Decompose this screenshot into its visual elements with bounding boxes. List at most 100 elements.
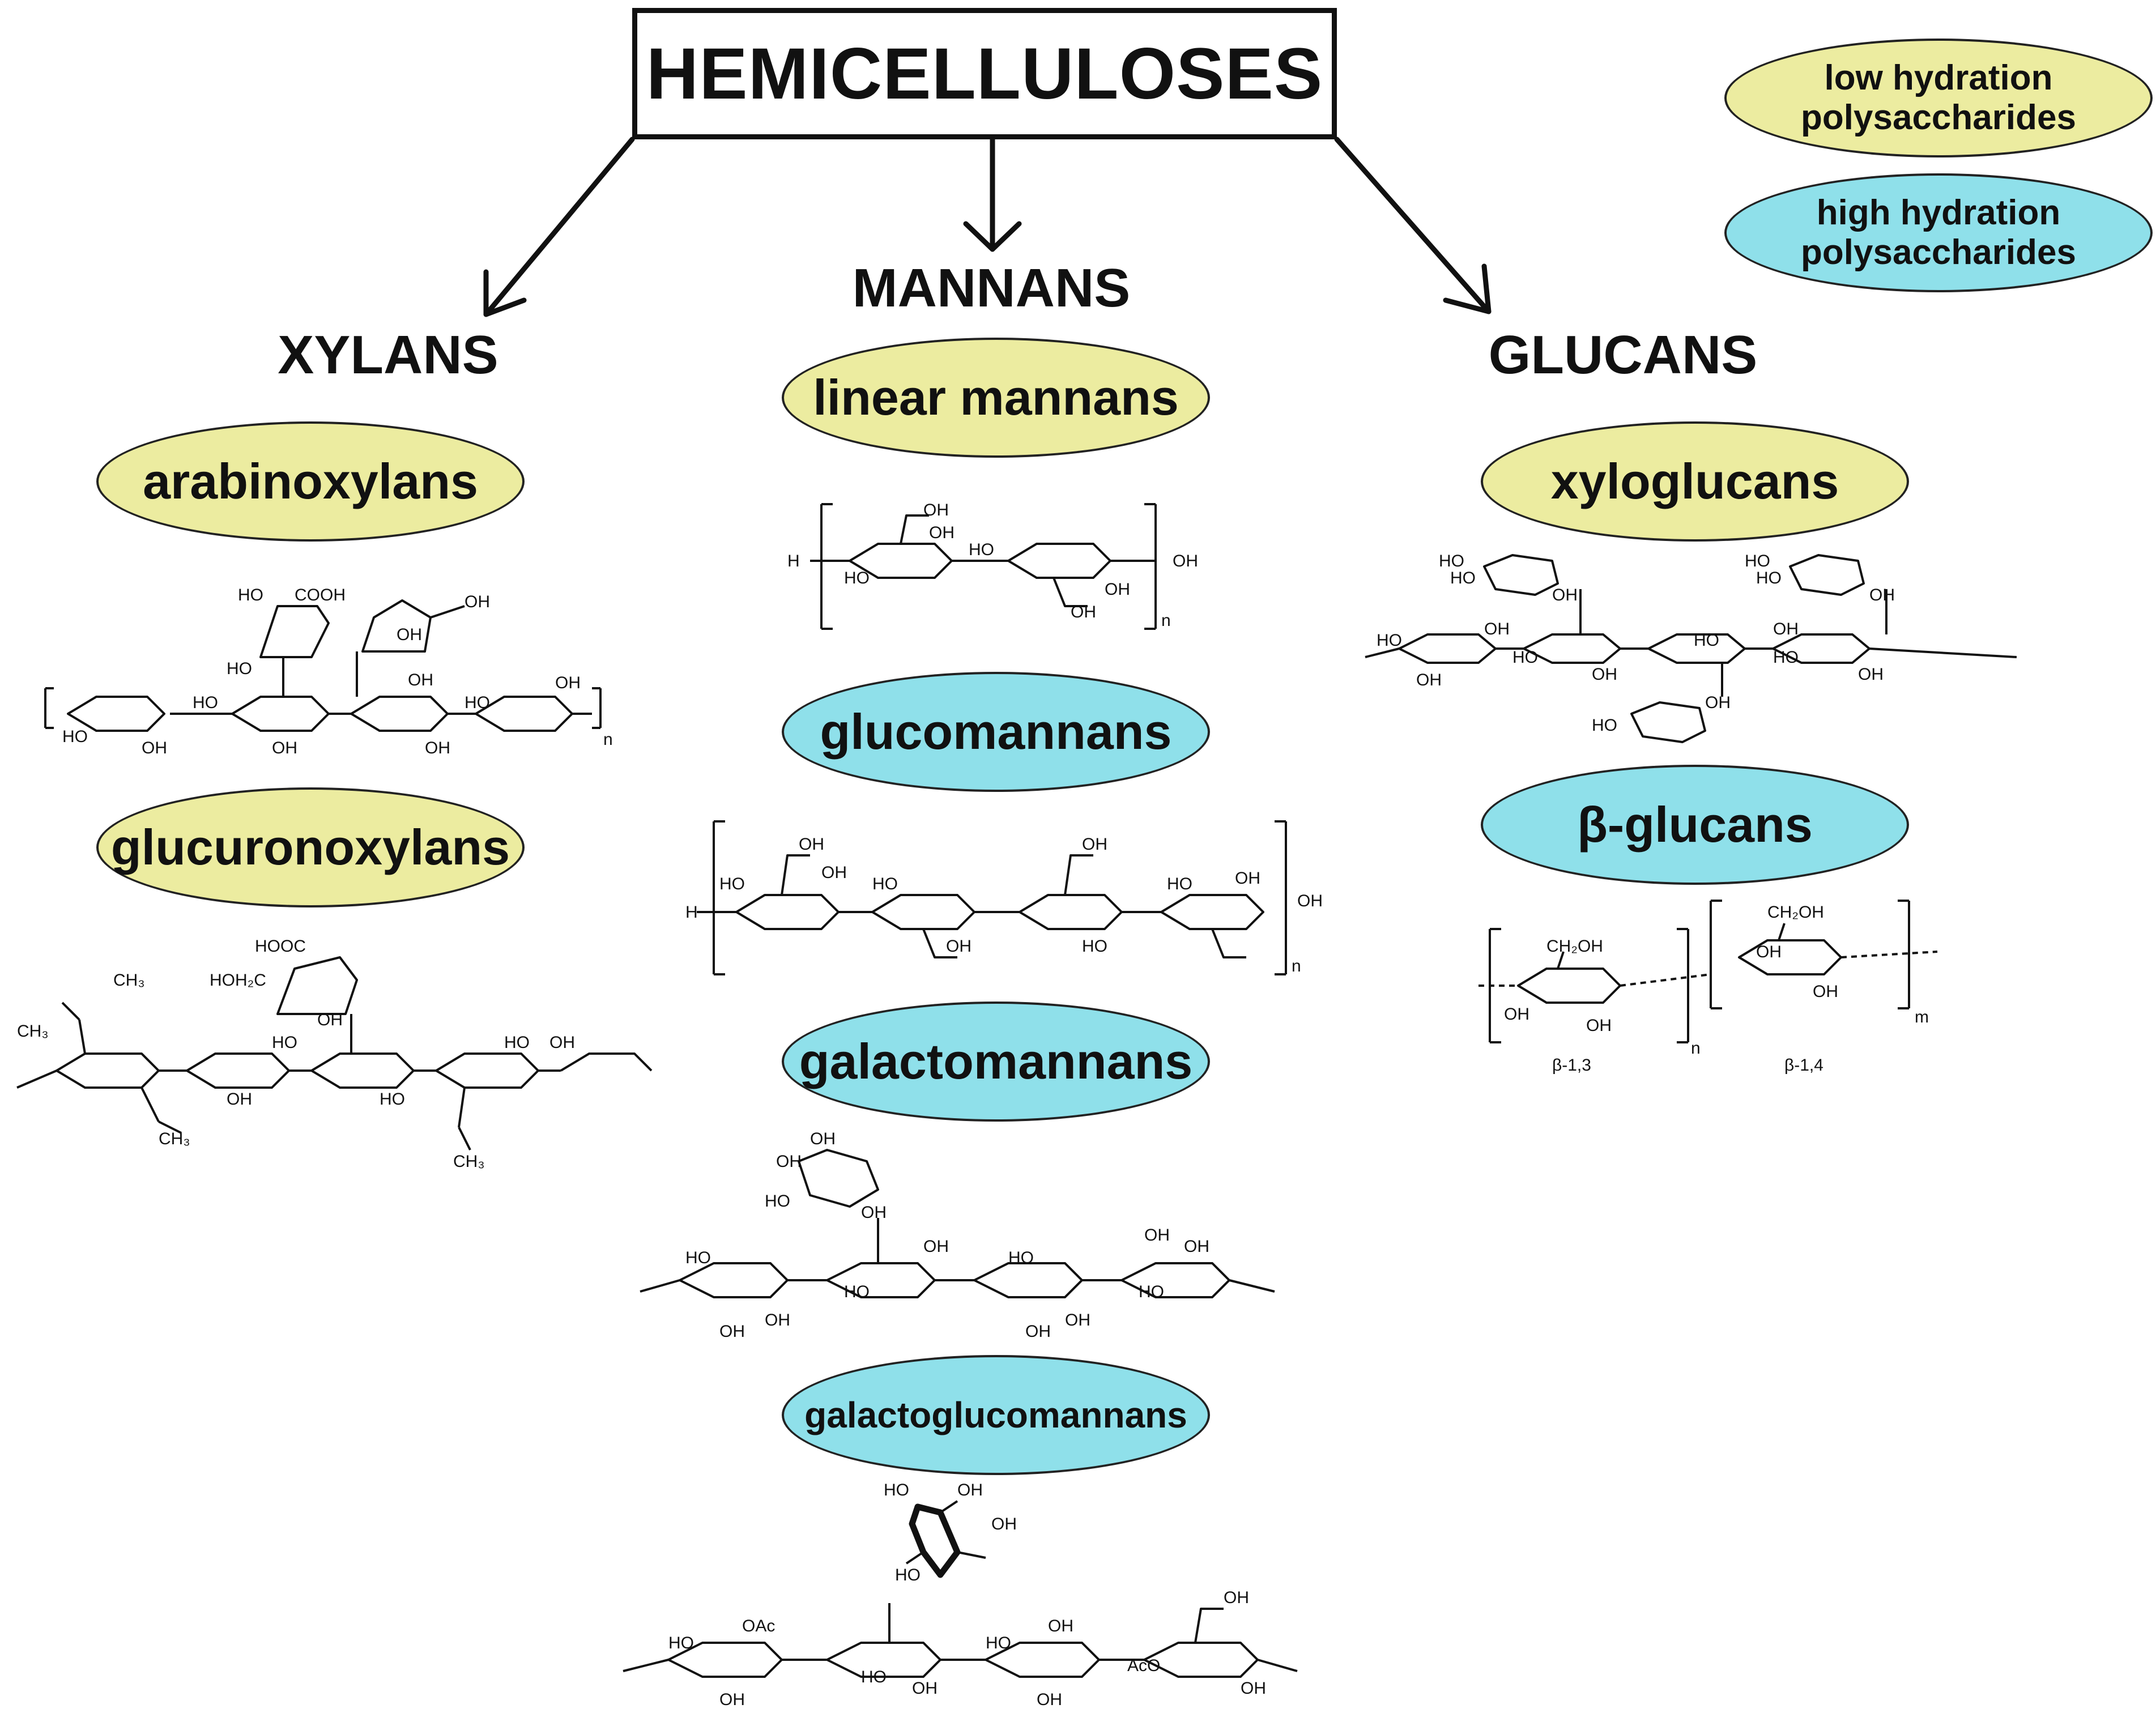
oh-label-27: OH bbox=[923, 1237, 949, 1256]
oh-label-33: OH bbox=[991, 1515, 1017, 1533]
legend-high-hydration: high hydration polysaccharides bbox=[1724, 173, 2153, 292]
oh-label-47: OH bbox=[1705, 693, 1731, 712]
oh-label-5: OH bbox=[465, 593, 490, 611]
oh-label-44: OH bbox=[1773, 620, 1799, 638]
ho-label-33: HO bbox=[1592, 716, 1617, 735]
ho-label-16: HO bbox=[685, 1248, 711, 1267]
oh-label-11: OH bbox=[923, 501, 949, 519]
n-subscript-3: n bbox=[1292, 957, 1301, 975]
oh-label-22: OH bbox=[810, 1130, 836, 1148]
oh-label-16: OH bbox=[799, 835, 824, 854]
ho-label-29: HO bbox=[1694, 631, 1719, 650]
oh-label-26: OH bbox=[765, 1311, 790, 1330]
oac-label: OAc bbox=[742, 1617, 775, 1635]
legend-high-line2: polysaccharides bbox=[1801, 233, 2076, 272]
m-subscript: m bbox=[1915, 1008, 1929, 1026]
ho-label-28: HO bbox=[1512, 648, 1538, 667]
h-label-2: H bbox=[685, 903, 698, 922]
linear-mannans-label: linear mannans bbox=[813, 369, 1179, 425]
glucuronoxylans-label: glucuronoxylans bbox=[110, 819, 510, 875]
ho-label-9: HO bbox=[844, 569, 870, 587]
hoh2c-label: HOH₂C bbox=[210, 971, 266, 990]
arabinoxylan-structure: HO OH HO OH HO HO COOH OH OH OH OH HO OH… bbox=[44, 586, 613, 757]
oh-label-49: OH bbox=[1586, 1016, 1612, 1035]
oh-label-30: OH bbox=[1144, 1226, 1170, 1245]
category-glucans: GLUCANS bbox=[1488, 325, 1758, 385]
ho-label-30: HO bbox=[1745, 552, 1770, 570]
ch3-label-2: CH₃ bbox=[113, 971, 145, 990]
oh-label-51: OH bbox=[1813, 982, 1838, 1001]
oh-label-40: OH bbox=[1552, 586, 1578, 604]
aco-label: AcO bbox=[1127, 1656, 1160, 1675]
oh-label-34: OH bbox=[719, 1690, 745, 1709]
ch3-label-3: CH₃ bbox=[159, 1130, 190, 1148]
galactoglucomannan-structure: HO OH OH HO OAc HO OH HO OH OH HO OH AcO… bbox=[623, 1481, 1298, 1709]
oh-label-9: OH bbox=[227, 1090, 252, 1109]
hooc-label: HOOC bbox=[255, 937, 306, 956]
ho-label-17: HO bbox=[844, 1282, 870, 1301]
arabinoxylans-label: arabinoxylans bbox=[143, 453, 478, 509]
oh-label-7: OH bbox=[555, 674, 581, 692]
ho-label-19: HO bbox=[1139, 1282, 1164, 1301]
ho-label-31: HO bbox=[1756, 569, 1782, 587]
oh-label-25: OH bbox=[719, 1322, 745, 1341]
ho-label-24: HO bbox=[986, 1634, 1011, 1652]
ho-label-20: HO bbox=[884, 1481, 909, 1499]
oh-label-14: OH bbox=[1071, 603, 1096, 621]
galactoglucomannans-label: galactoglucomannans bbox=[804, 1395, 1187, 1435]
linear-mannan-structure: H OH OH HO HO OH OH OH n bbox=[787, 501, 1198, 630]
oh-label-43: OH bbox=[1592, 665, 1617, 684]
oh-label-41: OH bbox=[1416, 671, 1442, 689]
ho-label-7: HO bbox=[380, 1090, 405, 1109]
ch3-label-4: CH₃ bbox=[453, 1152, 485, 1171]
oh-label-8: OH bbox=[317, 1011, 343, 1029]
glucuronoxylans-ellipse: glucuronoxylans bbox=[96, 787, 525, 907]
oh-label-20: OH bbox=[1235, 869, 1260, 888]
oh-label-36: OH bbox=[1048, 1617, 1073, 1635]
n-subscript-1: n bbox=[603, 730, 613, 749]
oh-label-12: OH bbox=[929, 523, 955, 542]
ch3-label-1: CH₃ bbox=[17, 1022, 49, 1041]
ho-label-15: HO bbox=[765, 1192, 790, 1211]
category-xylans: XYLANS bbox=[278, 325, 498, 385]
oh-label-32: OH bbox=[957, 1481, 983, 1499]
oh-label-21: OH bbox=[1297, 892, 1323, 910]
oh-label-13: OH bbox=[1105, 580, 1130, 599]
arabinoxylans-ellipse: arabinoxylans bbox=[96, 421, 525, 542]
ho-label-27: HO bbox=[1377, 631, 1402, 650]
ho-label-21: HO bbox=[895, 1566, 921, 1584]
oh-label-24: OH bbox=[861, 1203, 887, 1222]
oh-label-28: OH bbox=[1025, 1322, 1051, 1341]
oh-label-37: OH bbox=[1037, 1690, 1062, 1709]
oh-label-6: OH bbox=[425, 739, 450, 757]
oh-label-23: OH bbox=[776, 1152, 802, 1171]
beta-glucans-label: β-glucans bbox=[1577, 796, 1813, 853]
ho-label-3: HO bbox=[227, 659, 252, 678]
ho-label-32: HO bbox=[1773, 648, 1799, 667]
category-mannans: MANNANS bbox=[852, 258, 1131, 318]
n-subscript-2: n bbox=[1161, 611, 1171, 630]
ho-label-10: HO bbox=[969, 540, 994, 559]
oh-label-29: OH bbox=[1065, 1311, 1090, 1330]
ho-label-2: HO bbox=[193, 693, 218, 712]
oh-label-19: OH bbox=[1082, 835, 1107, 854]
ho-label-4: HO bbox=[238, 586, 263, 604]
galactoglucomannans-ellipse: galactoglucomannans bbox=[782, 1355, 1210, 1475]
oh-label-4: OH bbox=[408, 671, 433, 689]
legend-high-line1: high hydration bbox=[1816, 193, 2061, 232]
oh-label-35: OH bbox=[912, 1679, 938, 1698]
glucomannans-label: glucomannans bbox=[820, 704, 1172, 760]
oh-label-45: OH bbox=[1869, 586, 1895, 604]
ho-label-22: HO bbox=[668, 1634, 694, 1652]
ho-label-8: HO bbox=[504, 1033, 530, 1052]
oh-label-48: OH bbox=[1504, 1005, 1529, 1024]
beta-glucan-structure: CH₂OH CH₂OH OH OH OH OH n m β-1,3 β-1,4 bbox=[1478, 900, 1938, 1075]
ho-label-6: HO bbox=[272, 1033, 297, 1052]
ch2oh-label-1: CH₂OH bbox=[1546, 937, 1603, 956]
ho-label-14: HO bbox=[1167, 875, 1192, 893]
galactomannans-label: galactomannans bbox=[799, 1033, 1193, 1089]
ho-label-26: HO bbox=[1450, 569, 1476, 587]
oh-label-2: OH bbox=[272, 739, 297, 757]
oh-label-42: OH bbox=[1484, 620, 1510, 638]
